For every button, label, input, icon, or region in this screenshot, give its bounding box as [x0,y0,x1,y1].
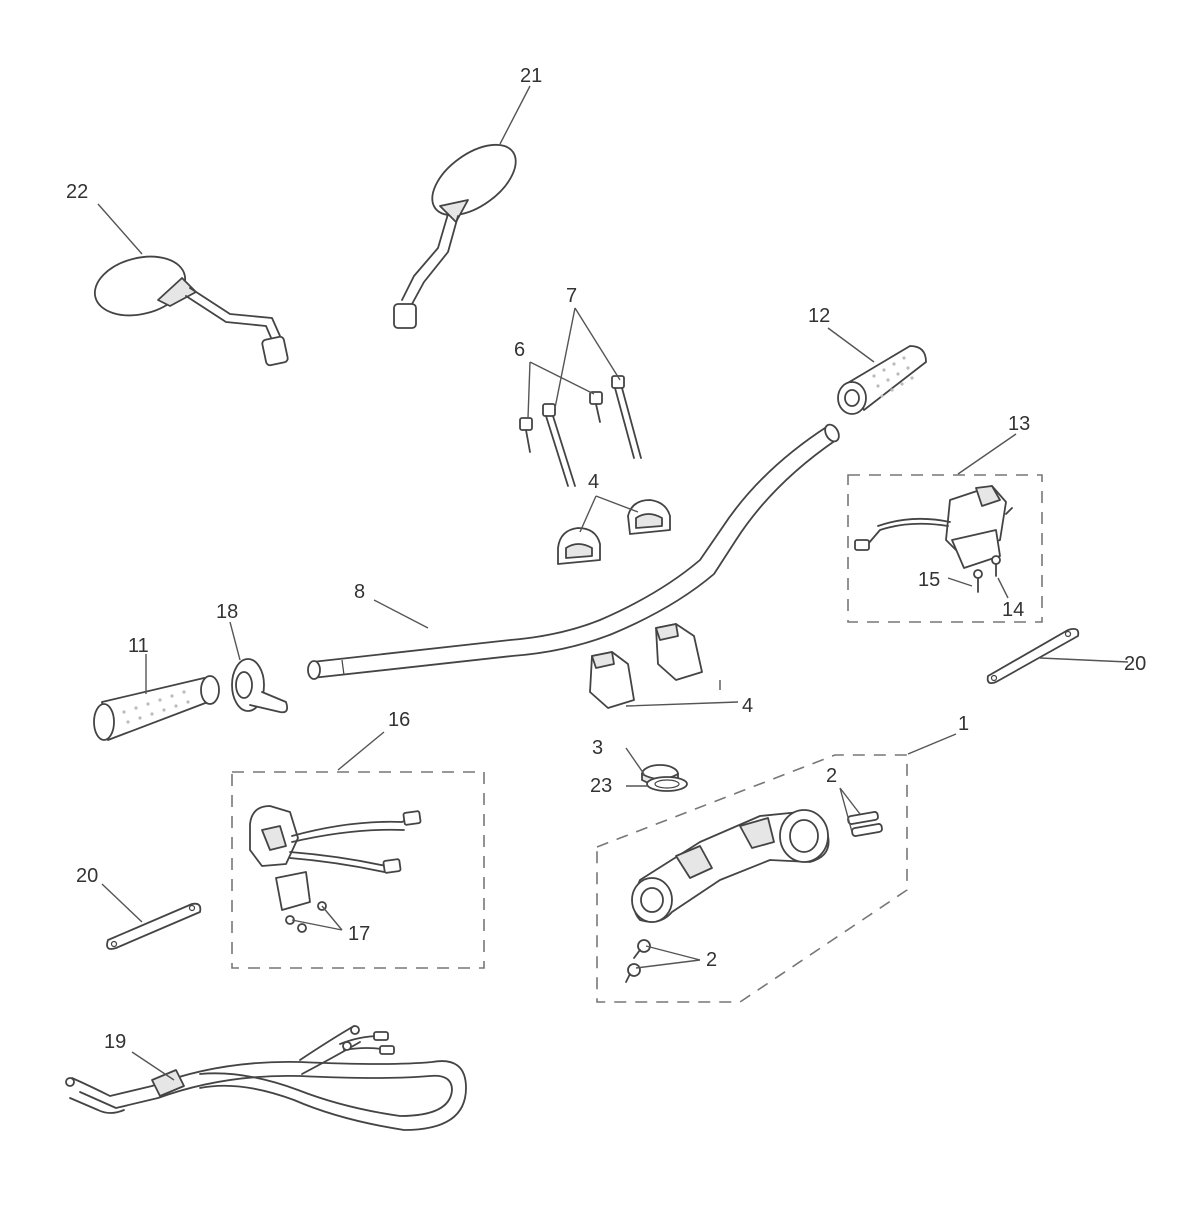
grip-right [837,345,927,415]
throttle-cables [65,1025,467,1131]
callout-21: 21 [520,65,542,87]
callout-1: 1 [958,713,969,735]
callout-13: 13 [1008,413,1030,435]
clamps-upper [557,499,671,565]
callout-14: 14 [1002,599,1024,621]
callout-labels: 21 22 7 6 12 13 4 15 14 8 18 11 20 4 16 … [66,65,1146,1053]
risers-lower [589,623,703,709]
throttle-housing [231,658,289,714]
callout-22: 22 [66,181,88,203]
grip-left [93,675,220,741]
callout-20-left: 20 [76,865,98,887]
callout-16: 16 [388,709,410,731]
cap-and-washer [641,764,688,792]
strap-left [106,902,202,950]
group-box-16 [231,771,485,969]
callout-2-lower: 2 [706,949,717,971]
callout-4-lower: 4 [742,695,753,717]
switch-right [854,485,1013,593]
callout-17: 17 [348,923,370,945]
top-yoke [625,809,883,983]
callout-8: 8 [354,581,365,603]
mirror-right [393,143,517,329]
mirror-left [93,255,289,367]
callout-2-upper: 2 [826,765,837,787]
callout-12: 12 [808,305,830,327]
callout-4-upper: 4 [588,471,599,493]
callout-3: 3 [592,737,603,759]
group-box-13 [847,474,1043,623]
callout-18: 18 [216,601,238,623]
callout-6: 6 [514,339,525,361]
leader-lines [97,85,1129,1081]
callout-15: 15 [918,569,940,591]
handlebar [307,423,840,680]
group-box-1 [596,754,908,1003]
callout-7: 7 [566,285,577,307]
switch-left [249,805,422,933]
bolts-6-7 [519,375,642,487]
callout-23: 23 [590,775,612,797]
callout-20-right: 20 [1124,653,1146,675]
callout-19: 19 [104,1031,126,1053]
callout-11: 11 [128,635,149,657]
strap-right [986,627,1080,685]
